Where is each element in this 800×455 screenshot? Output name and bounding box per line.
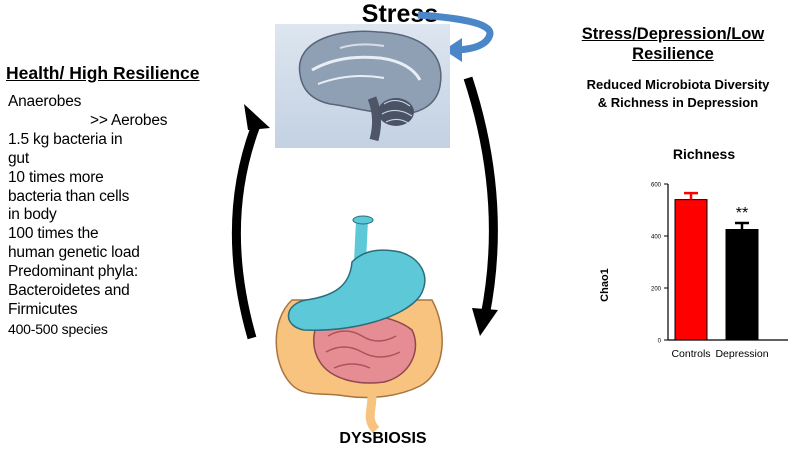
fact-line: Anaerobes <box>8 93 82 110</box>
fact-line: >> Aerobes <box>90 111 168 129</box>
right-heading: Stress/Depression/Low Resilience <box>550 24 796 64</box>
y-tick-label: 0 <box>658 339 662 345</box>
significance-annotation: ** <box>736 205 748 222</box>
dysbiosis-label: DYSBIOSIS <box>339 430 427 447</box>
right-sub-line2: & Richness in Depression <box>597 94 759 110</box>
fact-line: 10 times more <box>8 168 104 186</box>
fact-line: Bacteroidetes and <box>8 282 130 300</box>
cycle-arrow-icon <box>417 11 494 62</box>
fact-line: 400-500 species <box>8 320 108 337</box>
fact-line: bacteria than cells <box>8 187 130 205</box>
left-heading: Health/ High Resilience <box>6 63 200 83</box>
category-label: Controls <box>671 348 710 360</box>
y-axis-label: Chao1 <box>599 268 611 302</box>
right-heading-line1: Stress/Depression/Low <box>581 25 765 43</box>
fact-line: 1.5 kg bacteria in <box>8 130 123 148</box>
digestive-tract-illustration <box>275 215 443 434</box>
bar <box>725 229 759 341</box>
y-tick-label: 600 <box>651 183 662 189</box>
fact-line: Firmicutes <box>8 300 78 318</box>
left-facts-list: Anaerobes >> Aerobes 1.5 kg bacteria in … <box>8 93 248 339</box>
bar <box>674 199 708 341</box>
left-up-arrow-icon <box>231 104 270 340</box>
fact-line: gut <box>8 149 29 167</box>
y-tick-label: 400 <box>651 235 662 241</box>
fact-line: human genetic load <box>8 244 140 262</box>
y-tick-label: 200 <box>651 287 662 293</box>
right-subheading: Reduced Microbiota Diversity & Richness … <box>560 76 796 111</box>
chart-title: Richness <box>673 146 735 162</box>
fact-line: in body <box>8 206 57 224</box>
brain-illustration <box>275 24 450 148</box>
fact-line: Predominant phyla: <box>8 263 138 281</box>
fact-line: 100 times the <box>8 225 99 243</box>
category-label: Depression <box>715 348 768 360</box>
right-sub-line1: Reduced Microbiota Diversity <box>586 77 770 92</box>
right-down-arrow-icon <box>463 76 498 336</box>
right-heading-line2: Resilience <box>632 45 714 63</box>
